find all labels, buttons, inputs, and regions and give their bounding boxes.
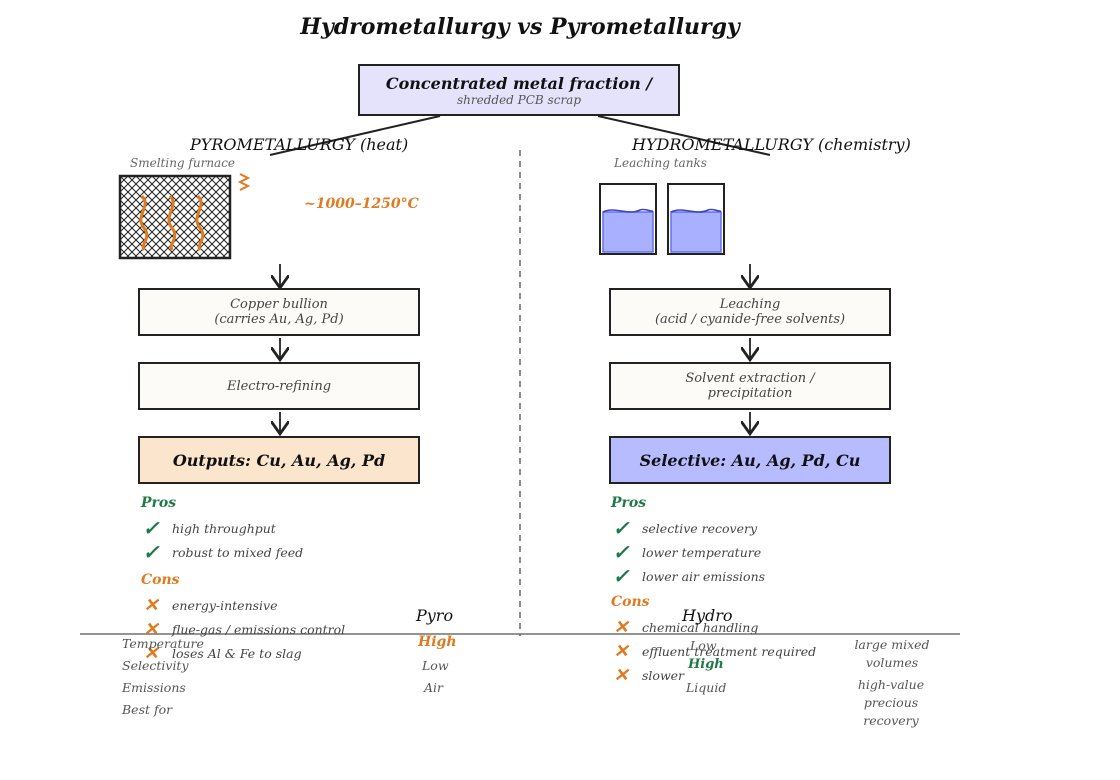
hydro-step-2-line-2: precipitation xyxy=(707,386,793,401)
check-icon: ✓ xyxy=(142,540,160,564)
table-cell-best-pyro: large mixed volumes xyxy=(854,637,930,670)
table-row-label: Best for xyxy=(122,702,173,717)
pyro-pro-text: robust to mixed feed xyxy=(172,544,304,560)
source-line-1: Concentrated metal fraction / xyxy=(385,73,653,93)
table-cell-hydro: High xyxy=(688,657,724,672)
pyro-step-2-line-1: Electro-refining xyxy=(226,378,332,394)
hydro-step-1-line-2: (acid / cyanide-free solvents) xyxy=(654,312,846,327)
cross-icon: ✕ xyxy=(143,619,159,640)
pyro-cons-heading: Cons xyxy=(141,572,180,588)
cross-icon: ✕ xyxy=(143,595,159,616)
hydro-pro-text: lower temperature xyxy=(642,544,762,560)
source-line-2: shredded PCB scrap xyxy=(456,92,582,107)
hydro-output: Selective: Au, Ag, Pd, Cu xyxy=(639,450,861,470)
pyro-step-1-line-1: Copper bullion xyxy=(230,297,328,312)
pyro-step-2: Electro-refining xyxy=(138,362,420,410)
pyro-con-text: flue-gas / emissions control xyxy=(172,622,346,637)
hydro-pro-text: lower air emissions xyxy=(642,568,766,584)
hydro-con-item: ✕ chemical handling xyxy=(610,617,758,638)
hydro-output-box: Selective: Au, Ag, Pd, Cu xyxy=(609,436,891,484)
hydro-step-2: Solvent extraction / precipitation xyxy=(609,362,891,410)
pyro-pros-heading: Pros xyxy=(141,495,177,511)
leaching-tanks-icon xyxy=(599,183,725,255)
pyro-step-1: Copper bullion (carries Au, Ag, Pd) xyxy=(138,288,420,336)
cross-icon: ✕ xyxy=(143,643,159,664)
source-box: Concentrated metal fraction / shredded P… xyxy=(358,64,680,116)
diagram-title: Hydrometallurgy vs Pyrometallurgy xyxy=(300,14,740,40)
check-icon: ✓ xyxy=(612,540,630,564)
table-cell-pyro: High xyxy=(418,634,457,650)
table-row-label: Emissions xyxy=(122,680,186,695)
cross-icon: ✕ xyxy=(613,617,629,638)
hydro-con-text: effluent treatment required xyxy=(642,644,817,659)
check-icon: ✓ xyxy=(142,516,160,540)
pyro-pro-text: high throughput xyxy=(172,520,276,536)
pyro-con-item: ✕ flue-gas / emissions control xyxy=(140,619,345,640)
tanks-label: Leaching tanks xyxy=(614,156,707,170)
hydro-step-1-line-1: Leaching xyxy=(719,297,781,312)
table-cell-pyro: Air xyxy=(424,680,444,695)
hydro-step-1: Leaching (acid / cyanide-free solvents) xyxy=(609,288,891,336)
pyro-output-box: Outputs: Cu, Au, Ag, Pd xyxy=(138,436,420,484)
hydro-pro-text: selective recovery xyxy=(642,520,758,536)
table-cell-pyro: Low xyxy=(422,658,449,673)
pyro-output: Outputs: Cu, Au, Ag, Pd xyxy=(172,450,386,470)
cross-icon: ✕ xyxy=(613,641,629,662)
furnace-icon xyxy=(118,173,251,260)
hydro-con-text: slower xyxy=(642,668,685,683)
pyro-pro-item: ✓ robust to mixed feed xyxy=(140,540,304,564)
table-row-label: Temperature xyxy=(122,636,204,651)
hydro-cons-heading: Cons xyxy=(611,594,650,610)
furnace-label: Smelting furnace xyxy=(130,156,236,170)
check-icon: ✓ xyxy=(612,564,630,588)
check-icon: ✓ xyxy=(612,516,630,540)
pyro-con-item: ✕ loses Al & Fe to slag xyxy=(140,643,302,664)
hydro-pros-heading: Pros xyxy=(611,495,647,511)
hydro-step-2-line-1: Solvent extraction / xyxy=(685,371,815,386)
pyro-con-item: ✕ energy-intensive xyxy=(140,595,278,616)
hydro-con-text: chemical handling xyxy=(642,620,759,635)
hydro-header: HYDROMETALLURGY (chemistry) xyxy=(632,135,911,154)
hydro-pro-item: ✓ lower temperature xyxy=(610,540,762,564)
table-header-pyro: Pyro xyxy=(416,606,454,625)
temperature-note: ~1000–1250°C xyxy=(304,196,419,212)
table-row-label: Selectivity xyxy=(122,658,189,673)
table-cell-hydro: Low xyxy=(690,638,717,653)
hydro-con-item: ✕ effluent treatment required xyxy=(610,641,816,662)
pyro-pro-item: ✓ high throughput xyxy=(140,516,276,540)
table-header-hydro: Hydro xyxy=(682,606,733,625)
pyro-step-1-line-2: (carries Au, Ag, Pd) xyxy=(214,312,344,327)
branch-line-pyro xyxy=(269,115,441,156)
table-cell-hydro: Liquid xyxy=(686,680,727,695)
pyro-con-text: energy-intensive xyxy=(172,598,278,613)
hydro-con-item: ✕ slower xyxy=(610,665,684,686)
branch-line-hydro xyxy=(597,115,771,156)
table-cell-best-hydro: high-value precious recovery xyxy=(857,677,925,728)
pyro-header: PYROMETALLURGY (heat) xyxy=(190,135,409,154)
hydro-pro-item: ✓ selective recovery xyxy=(610,516,757,540)
hydro-pro-item: ✓ lower air emissions xyxy=(610,564,765,588)
cross-icon: ✕ xyxy=(613,665,629,686)
pyro-con-text: loses Al & Fe to slag xyxy=(172,646,302,661)
